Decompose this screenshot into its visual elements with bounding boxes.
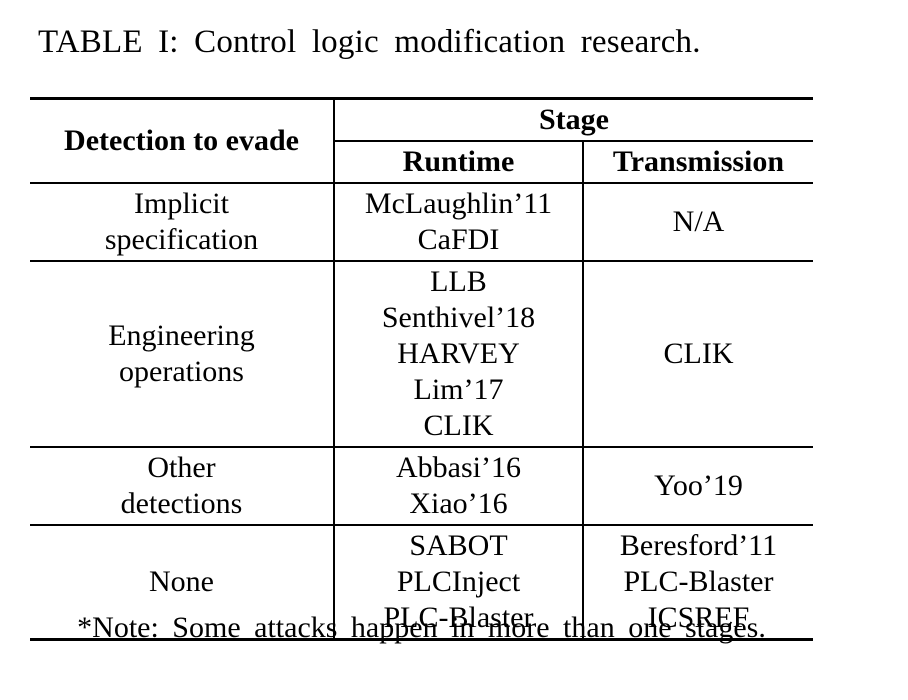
header-row-sub: Runtime Transmission [30,141,813,184]
table-footnote: *Note: Some attacks happen in more than … [77,611,766,644]
header-transmission: Transmission [583,141,813,184]
cell-detection-none: None [30,525,335,640]
control-logic-table: Detection to evade Stage Runtime Transmi… [30,97,813,641]
header-detection-to-evade: Detection to evade [30,98,335,184]
cell-transmission-implicit: N/A [583,183,813,262]
header-row-top: Detection to evade Stage [30,98,813,184]
header-stage: Stage [334,98,813,142]
header-runtime: Runtime [334,141,584,184]
cell-transmission-engineering: CLIK [583,261,813,448]
cell-transmission-other: Yoo’19 [583,447,813,526]
table-caption: TABLE I: Control logic modification rese… [38,24,701,60]
